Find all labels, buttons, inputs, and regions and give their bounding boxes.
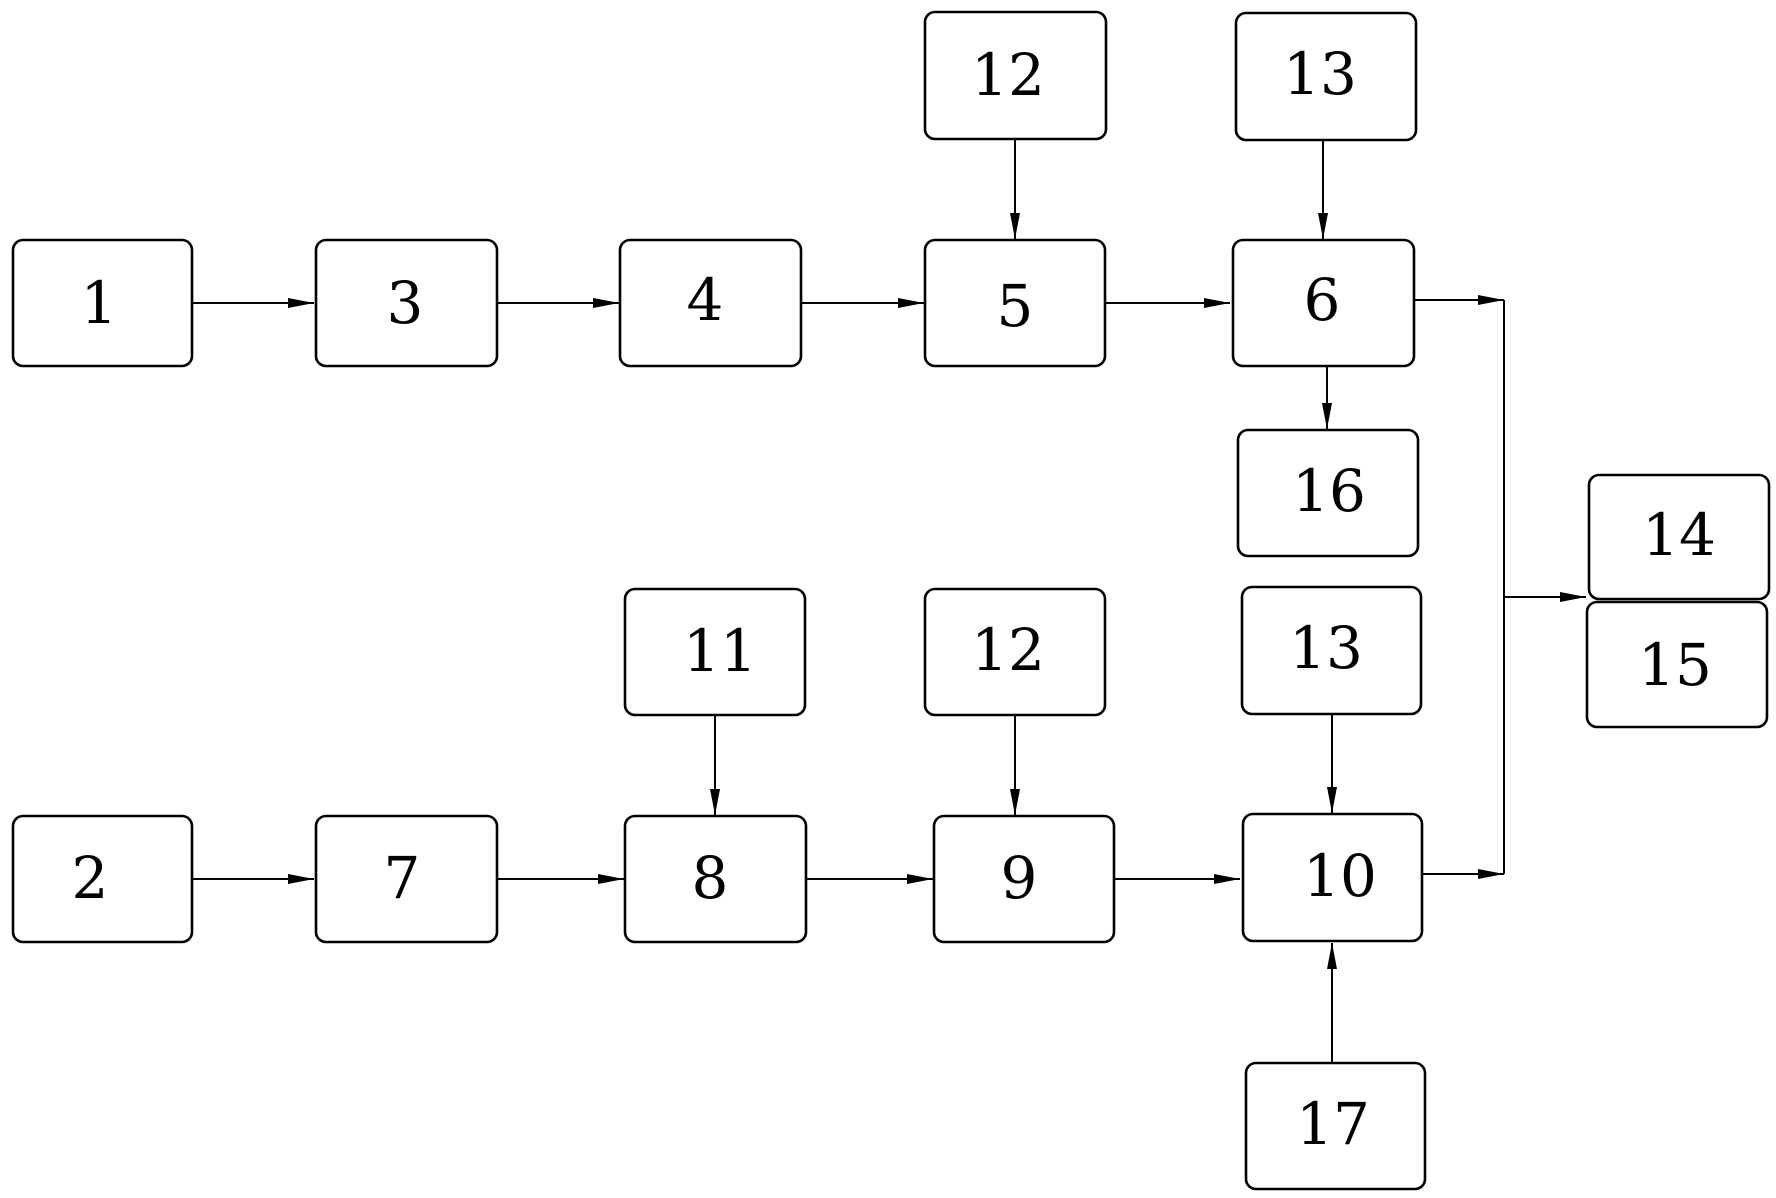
box-13-top-label: 13	[1283, 40, 1357, 108]
box-16-label: 16	[1292, 457, 1366, 525]
box-16: 16	[1236, 428, 1420, 558]
box-9-label: 9	[1001, 844, 1038, 912]
box-7-label: 7	[384, 844, 421, 912]
box-6-label: 6	[1304, 266, 1341, 334]
box-12-bottom: 12	[923, 587, 1107, 717]
box-2: 2	[11, 814, 194, 944]
box-5: 5	[923, 238, 1107, 368]
box-13-bottom: 13	[1240, 585, 1423, 716]
box-10: 10	[1241, 812, 1424, 943]
connectors	[192, 139, 1586, 1063]
box-1-label: 1	[81, 269, 118, 337]
box-6: 6	[1231, 238, 1416, 368]
box-4-label: 4	[687, 266, 724, 334]
box-11-label: 11	[683, 617, 757, 685]
box-15: 15	[1585, 600, 1769, 729]
box-3-label: 3	[387, 269, 424, 337]
box-14-label: 14	[1642, 501, 1716, 569]
box-17-label: 17	[1296, 1090, 1370, 1158]
box-8: 8	[623, 814, 808, 944]
box-15-label: 15	[1638, 631, 1712, 699]
box-9: 9	[932, 814, 1116, 944]
box-7: 7	[314, 814, 499, 944]
box-13-top: 13	[1234, 11, 1418, 142]
box-5-label: 5	[997, 272, 1034, 340]
box-3: 3	[314, 238, 499, 368]
box-10-label: 10	[1303, 842, 1377, 910]
box-11: 11	[623, 587, 807, 717]
box-12-top-label: 12	[971, 41, 1045, 109]
box-17: 17	[1244, 1061, 1427, 1191]
box-8-label: 8	[692, 844, 729, 912]
box-14: 14	[1587, 473, 1771, 601]
box-12-bottom-label: 12	[971, 616, 1045, 684]
box-1: 1	[11, 238, 194, 368]
box-12-top: 12	[923, 10, 1108, 141]
box-4: 4	[618, 238, 803, 368]
box-13-bottom-label: 13	[1289, 614, 1363, 682]
box-2-label: 2	[72, 844, 109, 912]
